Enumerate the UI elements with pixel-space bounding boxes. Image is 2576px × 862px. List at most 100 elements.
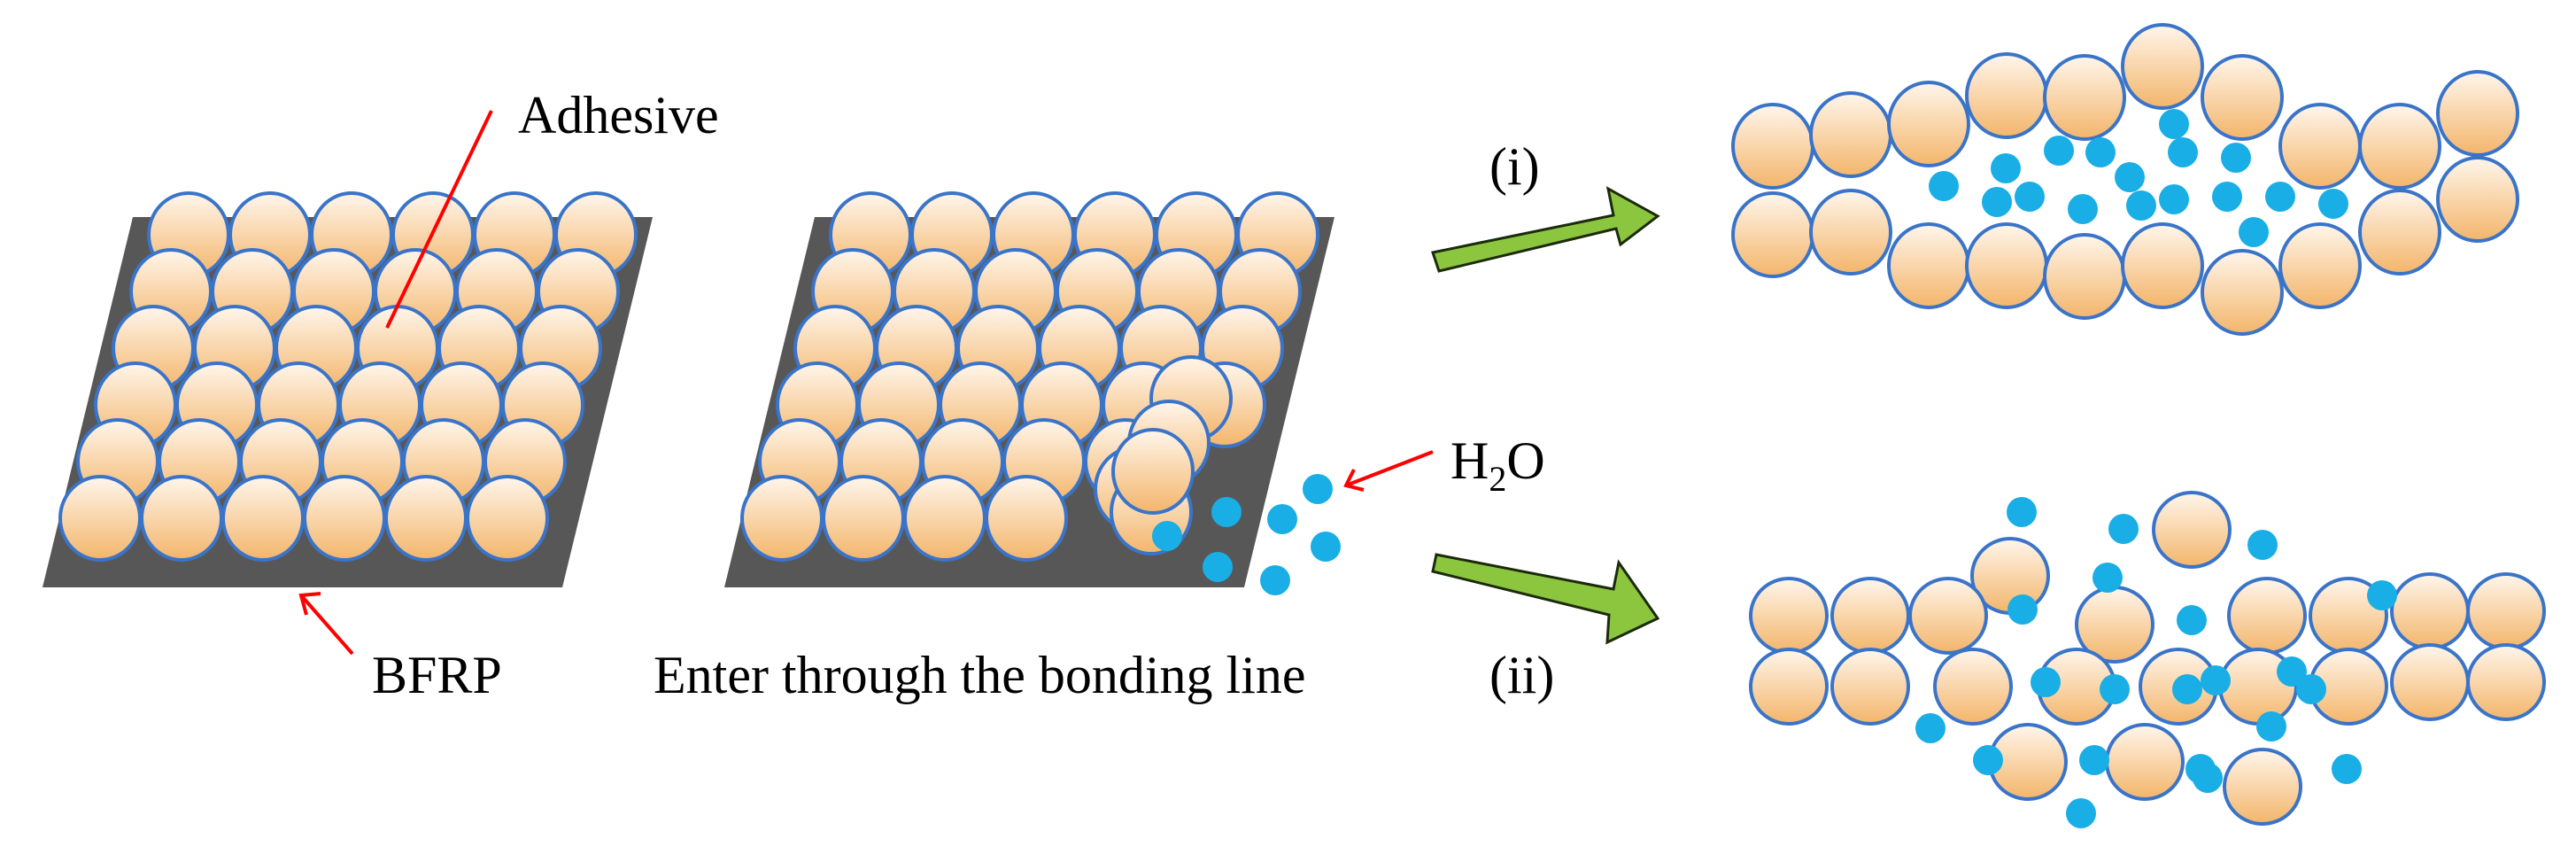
- adhesive-particle: [221, 475, 305, 562]
- adhesive-particle: [466, 475, 549, 562]
- water-droplet: [2085, 137, 2116, 167]
- path-ii-label: (ii): [1489, 646, 1554, 704]
- path-ii-arrow-group: (ii): [1431, 553, 1660, 704]
- swollen-particle: [2121, 222, 2204, 309]
- adhesive-particle: [740, 475, 824, 562]
- bfrp-leader-line: [299, 594, 354, 656]
- separated-particle: [2227, 577, 2307, 655]
- water-droplet: [2201, 665, 2231, 695]
- water-label-o: O: [1506, 431, 1544, 490]
- water-droplet: [2044, 136, 2074, 166]
- water-droplet: [1267, 504, 1297, 534]
- water-droplet: [2247, 530, 2278, 560]
- outcome-i-cluster: [1731, 23, 2519, 336]
- panel-intact-joint: Adhesive BFRP: [43, 86, 719, 704]
- separated-particle: [1830, 577, 1910, 655]
- water-leader-line: [1345, 450, 1434, 487]
- water-droplet: [2068, 194, 2098, 224]
- water-droplet: [1982, 187, 2012, 217]
- bfrp-label: BFRP: [372, 646, 502, 704]
- swollen-particle: [1809, 91, 1892, 178]
- water-droplet: [2367, 580, 2397, 610]
- adhesive-particle-layer: [58, 191, 638, 562]
- water-label: H2O: [1450, 431, 1545, 499]
- path-i-label: (i): [1489, 137, 1540, 196]
- swollen-particle: [1809, 189, 1892, 276]
- outcome-ii-cluster: [1749, 491, 2546, 828]
- water-droplet: [1303, 474, 1333, 504]
- separated-particle: [1908, 577, 1988, 655]
- separated-particle: [2466, 572, 2546, 650]
- water-droplet: [2159, 184, 2189, 214]
- separated-particle: [2390, 643, 2470, 721]
- water-droplet: [1260, 565, 1290, 595]
- water-droplet: [1929, 171, 1959, 201]
- water-droplet: [2108, 514, 2139, 544]
- separated-particle: [2152, 491, 2232, 569]
- adhesive-particle: [303, 475, 386, 562]
- swollen-particle: [1965, 222, 2048, 309]
- water-droplet: [2126, 190, 2156, 221]
- swollen-particle: [2121, 23, 2204, 110]
- swollen-particle: [2201, 249, 2284, 336]
- swollen-particle: [1887, 222, 1970, 309]
- swollen-particle: [2201, 54, 2284, 141]
- separated-particle: [1933, 648, 2013, 726]
- panel-water-ingress: H2O Enter through the bonding line: [654, 191, 1545, 704]
- water-droplet: [2193, 763, 2223, 793]
- water-droplet: [2100, 674, 2130, 704]
- water-droplet: [2332, 754, 2362, 784]
- water-droplet: [2079, 745, 2109, 775]
- path-i-arrow: [1431, 186, 1660, 273]
- water-droplet: [1973, 745, 2003, 775]
- water-droplet: [1991, 153, 2021, 183]
- adhesive-particle: [985, 475, 1068, 562]
- water-droplet: [2172, 674, 2202, 704]
- separated-particle: [2466, 643, 2546, 721]
- displaced-particle: [1111, 428, 1195, 515]
- path-i-arrow-group: (i): [1431, 137, 1660, 273]
- water-droplet: [2093, 563, 2123, 593]
- swollen-particle: [2358, 189, 2441, 276]
- water-label-h: H: [1450, 431, 1489, 490]
- water-droplet: [2277, 656, 2307, 687]
- water-droplet: [1152, 521, 1182, 551]
- water-droplet: [1203, 552, 1233, 582]
- water-droplet: [2015, 182, 2045, 212]
- water-label-subscript: 2: [1489, 459, 1506, 499]
- bonding-line-caption: Enter through the bonding line: [654, 646, 1306, 704]
- water-droplet: [2066, 798, 2096, 828]
- swollen-particle: [2278, 103, 2362, 190]
- water-droplet: [2159, 109, 2189, 139]
- adhesive-particle: [822, 475, 905, 562]
- separated-particle: [1830, 648, 1910, 726]
- adhesive-label: Adhesive: [518, 86, 719, 144]
- water-droplet: [2318, 189, 2348, 219]
- swollen-particle: [2436, 70, 2519, 157]
- water-arrow-head: [1343, 469, 1365, 492]
- water-droplet: [2212, 182, 2242, 212]
- separated-particle: [1749, 577, 1829, 655]
- adhesive-particle-layer-2: [740, 191, 1319, 562]
- swollen-particle: [2436, 156, 2519, 243]
- water-droplet: [2256, 711, 2286, 742]
- separated-particle: [1749, 648, 1829, 726]
- water-droplets-ingress: [1152, 474, 1341, 595]
- water-droplet: [1915, 713, 1946, 743]
- swollen-particle: [1731, 103, 1814, 190]
- adhesive-particle: [384, 475, 468, 562]
- separated-particle: [2390, 572, 2470, 650]
- water-droplet: [2296, 674, 2326, 704]
- swollen-particle: [1965, 52, 2048, 139]
- water-droplet: [2221, 143, 2251, 173]
- adhesive-leader-line: [385, 110, 493, 329]
- swollen-particle: [2358, 103, 2441, 190]
- water-droplet: [2239, 217, 2269, 247]
- water-droplet: [2265, 182, 2295, 212]
- separated-particle: [2105, 723, 2185, 801]
- adhesive-particle: [140, 475, 223, 562]
- bfrp-arrow-head: [298, 592, 321, 616]
- adhesive-particle: [903, 475, 986, 562]
- adhesive-particle: [58, 475, 142, 562]
